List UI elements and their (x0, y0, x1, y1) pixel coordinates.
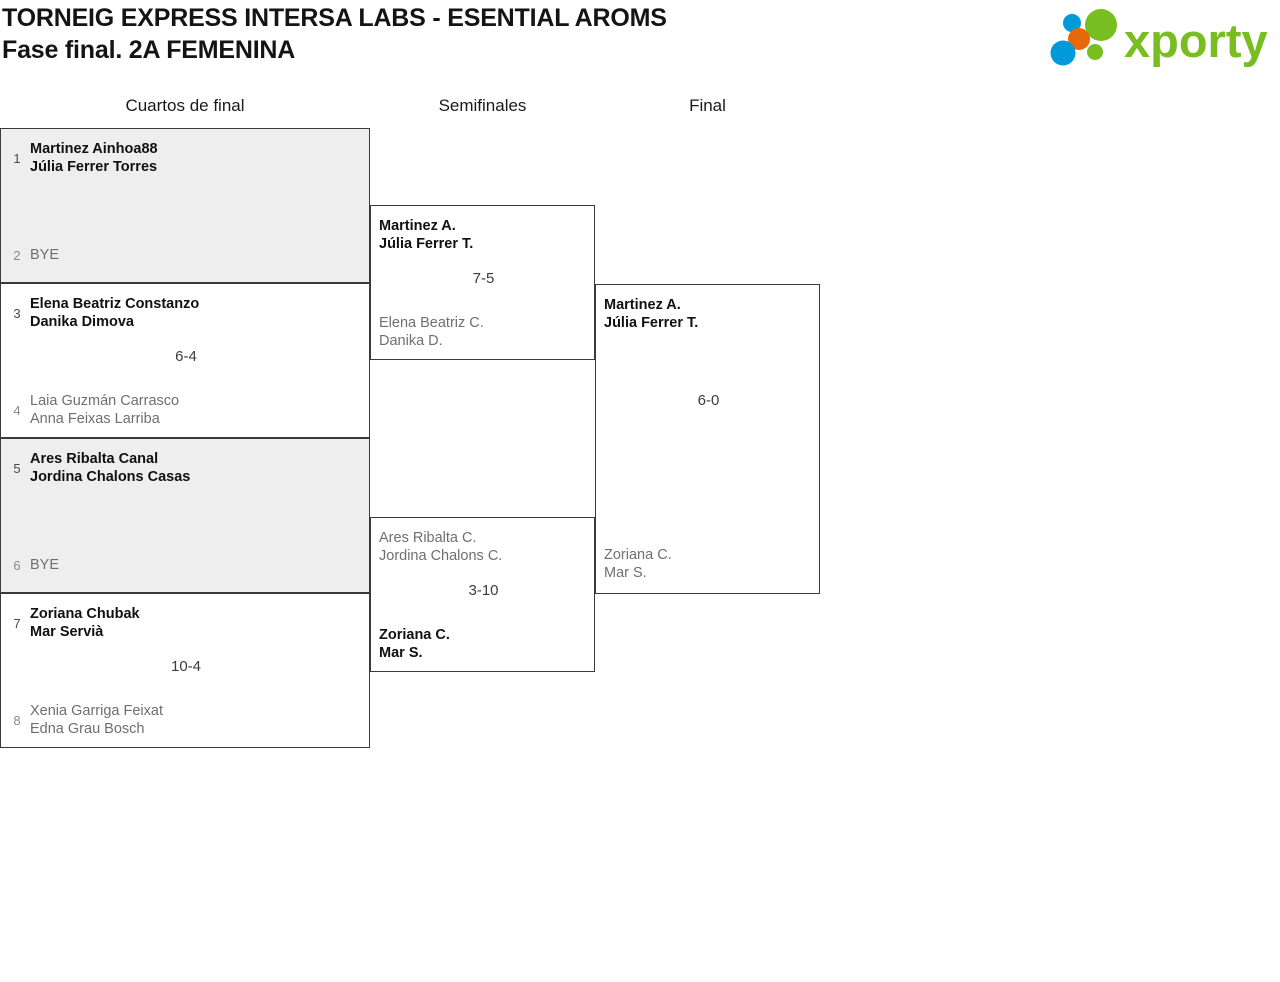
competitor-seed-6[interactable]: 6 BYE (1, 544, 371, 586)
competitor-names: Xenia Garriga Feixat Edna Grau Bosch (27, 702, 163, 738)
competitor-seed-4[interactable]: 4 Laia Guzmán Carrasco Anna Feixas Larri… (1, 389, 371, 431)
player-name-2: Edna Grau Bosch (30, 721, 145, 737)
player-name-1: Zoriana C. (379, 627, 450, 643)
player-name-1: BYE (30, 557, 60, 573)
competitor-seed-8[interactable]: 8 Xenia Garriga Feixat Edna Grau Bosch (1, 699, 371, 741)
competitor-names: Elena Beatriz C. Danika D. (379, 314, 484, 350)
competitor-seed-5[interactable]: 5 Ares Ribalta Canal Jordina Chalons Cas… (1, 447, 371, 489)
competitor-names: Zoriana C. Mar S. (379, 626, 450, 662)
player-name-2: Mar S. (604, 565, 647, 581)
player-name-2: Mar S. (379, 645, 423, 661)
player-name-1: BYE (30, 247, 60, 263)
player-name-2: Jordina Chalons C. (379, 548, 503, 564)
match-score: 6-0 (697, 392, 720, 409)
seed-number: 8 (13, 712, 21, 728)
competitor-names: Martinez A. Júlia Ferrer T. (379, 217, 473, 253)
competitor-names: Ares Ribalta Canal Jordina Chalons Casas (27, 450, 190, 486)
tournament-title: TORNEIG EXPRESS INTERSA LABS - ESENTIAL … (2, 4, 667, 32)
competitor-names: Zoriana Chubak Mar Servià (27, 605, 140, 641)
player-name-1: Martinez A. (604, 297, 681, 313)
match-box-sf-2[interactable]: Ares Ribalta C. Jordina Chalons C. 3-10 … (370, 517, 595, 672)
player-name-1: Elena Beatriz Constanzo (30, 296, 200, 312)
match-score: 6-4 (175, 348, 197, 365)
player-name-2: Júlia Ferrer T. (379, 236, 474, 252)
competitor-names: Zoriana C. Mar S. (604, 546, 672, 582)
player-name-1: Martinez A. (379, 218, 456, 234)
svg-text:xporty: xporty (1124, 14, 1268, 67)
competitor-sf2-top[interactable]: Ares Ribalta C. Jordina Chalons C. (371, 526, 596, 568)
competitor-seed-2[interactable]: 2 BYE (1, 234, 371, 276)
xporty-logo-icon: xporty (1050, 9, 1268, 67)
competitor-sf1-bottom[interactable]: Elena Beatriz C. Danika D. (371, 311, 596, 353)
round-header-quarterfinals: Cuartos de final (125, 96, 245, 115)
player-name-1: Elena Beatriz C. (379, 315, 484, 331)
seed-number: 5 (13, 460, 21, 476)
match-box-qf-4[interactable]: 7 Zoriana Chubak Mar Servià 10-4 8 Xenia… (0, 593, 370, 748)
competitor-final-bottom[interactable]: Zoriana C. Mar S. (596, 543, 821, 585)
player-name-1: Xenia Garriga Feixat (30, 703, 163, 719)
player-name-2: Mar Servià (30, 624, 104, 640)
match-score: 10-4 (170, 658, 202, 675)
competitor-names: BYE (27, 246, 59, 264)
competitor-seed-1[interactable]: 1 Martinez Ainhoa88 Júlia Ferrer Torres (1, 137, 371, 179)
player-name-2: Anna Feixas Larriba (30, 411, 160, 427)
match-score: 7-5 (472, 270, 495, 287)
match-box-sf-1[interactable]: Martinez A. Júlia Ferrer T. 7-5 Elena Be… (370, 205, 595, 360)
competitor-names: Laia Guzmán Carrasco Anna Feixas Larriba (27, 392, 179, 428)
seed-number: 7 (13, 615, 21, 631)
player-name-2: Danika Dimova (30, 314, 134, 330)
player-name-2: Júlia Ferrer T. (604, 315, 699, 331)
competitor-sf2-bottom[interactable]: Zoriana C. Mar S. (371, 623, 596, 665)
player-name-1: Zoriana C. (604, 547, 672, 563)
competitor-names: Elena Beatriz Constanzo Danika Dimova (27, 295, 199, 331)
player-name-1: Laia Guzmán Carrasco (30, 393, 180, 409)
match-box-qf-2[interactable]: 3 Elena Beatriz Constanzo Danika Dimova … (0, 283, 370, 438)
match-box-final[interactable]: Martinez A. Júlia Ferrer T. 6-0 Zoriana … (595, 284, 820, 594)
player-name-2: Júlia Ferrer Torres (30, 159, 158, 175)
competitor-names: Ares Ribalta C. Jordina Chalons C. (379, 529, 502, 565)
match-score: 3-10 (468, 582, 499, 599)
round-header-final: Final (689, 96, 726, 115)
seed-number: 3 (13, 305, 21, 321)
xporty-logo[interactable]: xporty (1046, 6, 1278, 68)
player-name-2: Danika D. (379, 333, 443, 349)
seed-number: 2 (13, 247, 21, 263)
competitor-names: BYE (27, 556, 59, 574)
seed-number: 4 (13, 402, 21, 418)
player-name-1: Martinez Ainhoa88 (30, 141, 158, 157)
round-header-semifinals: Semifinales (438, 96, 527, 115)
title-block: TORNEIG EXPRESS INTERSA LABS - ESENTIAL … (2, 2, 902, 66)
match-box-qf-3[interactable]: 5 Ares Ribalta Canal Jordina Chalons Cas… (0, 438, 370, 593)
competitor-sf1-top[interactable]: Martinez A. Júlia Ferrer T. (371, 214, 596, 256)
player-name-1: Ares Ribalta Canal (30, 451, 159, 467)
player-name-1: Ares Ribalta C. (379, 530, 477, 546)
tournament-subtitle: Fase final. 2A FEMENINA (2, 36, 296, 64)
competitor-names: Martinez Ainhoa88 Júlia Ferrer Torres (27, 140, 158, 176)
page-header: TORNEIG EXPRESS INTERSA LABS - ESENTIAL … (0, 0, 1280, 78)
competitor-final-top[interactable]: Martinez A. Júlia Ferrer T. (596, 293, 821, 335)
seed-number: 6 (13, 557, 21, 573)
competitor-seed-3[interactable]: 3 Elena Beatriz Constanzo Danika Dimova (1, 292, 371, 334)
player-name-1: Zoriana Chubak (30, 606, 140, 622)
match-box-qf-1[interactable]: 1 Martinez Ainhoa88 Júlia Ferrer Torres … (0, 128, 370, 283)
competitor-seed-7[interactable]: 7 Zoriana Chubak Mar Servià (1, 602, 371, 644)
competitor-names: Martinez A. Júlia Ferrer T. (604, 296, 698, 332)
player-name-2: Jordina Chalons Casas (30, 469, 191, 485)
seed-number: 1 (13, 150, 21, 166)
